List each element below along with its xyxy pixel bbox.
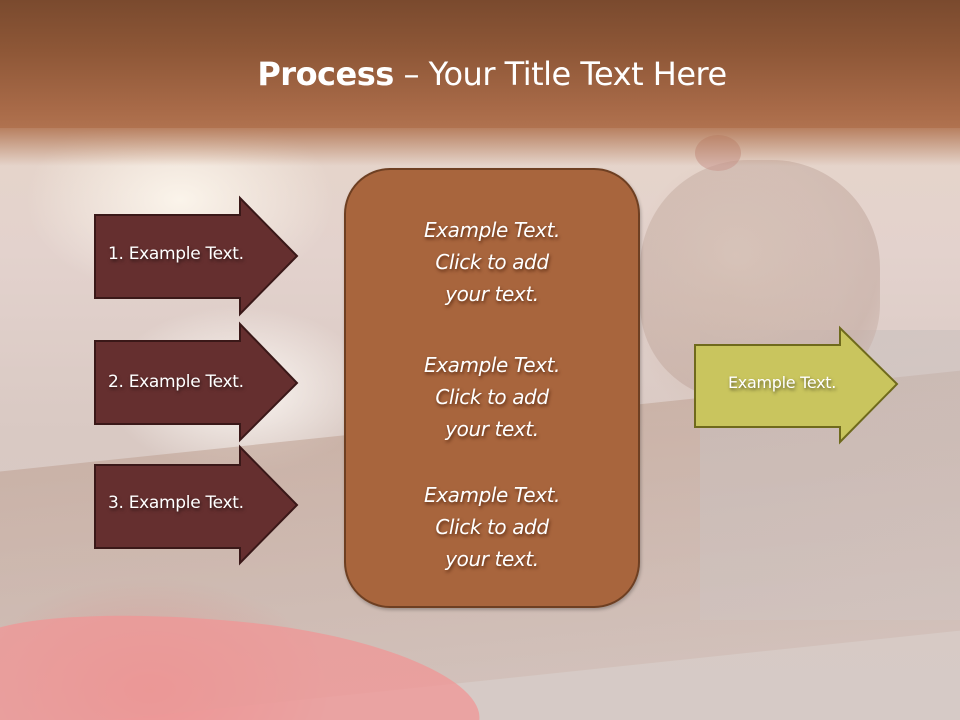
slide-title-bold: Process (257, 55, 394, 93)
center-text-line: your text. (445, 417, 539, 441)
center-text-line: Click to add (435, 515, 549, 539)
center-text-line: Click to add (435, 385, 549, 409)
center-text-line: your text. (445, 282, 539, 306)
process-step-arrow-2[interactable]: 2. Example Text. (94, 321, 300, 443)
center-text-block-3[interactable]: Example Text. Click to add your text. (346, 479, 638, 575)
process-step-arrow-1[interactable]: 1. Example Text. (94, 195, 300, 317)
center-text-box[interactable]: Example Text. Click to add your text. Ex… (344, 168, 640, 608)
center-text-line: your text. (445, 547, 539, 571)
center-text-block-2[interactable]: Example Text. Click to add your text. (346, 349, 638, 445)
slide-title-rest: – Your Title Text Here (393, 55, 727, 93)
process-step-label-3: 3. Example Text. (108, 493, 244, 513)
center-text-line: Click to add (435, 250, 549, 274)
right-arrow-icon (94, 444, 299, 566)
process-step-arrow-3[interactable]: 3. Example Text. (94, 444, 300, 566)
center-text-line: Example Text. (423, 218, 560, 242)
right-arrow-icon (694, 325, 899, 445)
result-arrow-label: Example Text. (728, 373, 837, 392)
right-arrow-icon (94, 321, 299, 443)
center-text-line: Example Text. (423, 353, 560, 377)
right-arrow-icon (94, 195, 299, 317)
title-banner-fade (0, 126, 960, 166)
title-banner (0, 0, 960, 128)
process-step-label-1: 1. Example Text. (108, 244, 244, 264)
process-step-label-2: 2. Example Text. (108, 372, 244, 392)
result-arrow[interactable]: Example Text. (694, 325, 900, 445)
slide-title[interactable]: Process – Your Title Text Here (0, 52, 960, 96)
center-text-block-1[interactable]: Example Text. Click to add your text. (346, 214, 638, 310)
center-text-line: Example Text. (423, 483, 560, 507)
